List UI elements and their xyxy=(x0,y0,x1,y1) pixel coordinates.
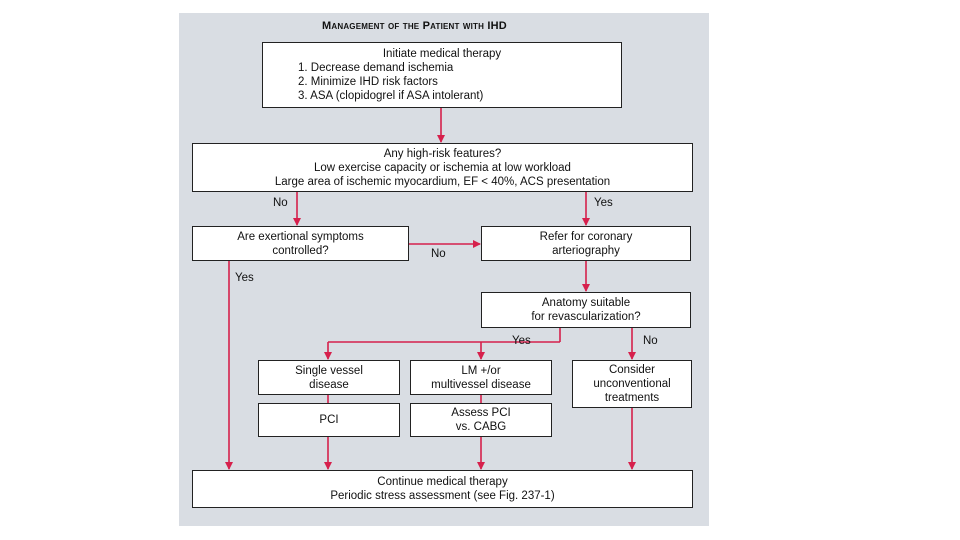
refer-arteriography-box: Refer for coronary arteriography xyxy=(481,226,691,261)
label-no-anatomy: No xyxy=(643,335,658,347)
high-risk-line-3: Large area of ischemic myocardium, EF < … xyxy=(274,175,611,188)
diagram-title: Management of the Patient with IHD xyxy=(322,20,507,32)
multivessel-line-2: multivessel disease xyxy=(431,378,531,391)
high-risk-question: Any high-risk features? xyxy=(383,147,502,160)
exertional-symptoms-box: Are exertional symptoms controlled? xyxy=(192,226,409,261)
initiate-item-3: 3. ASA (clopidogrel if ASA intolerant) xyxy=(298,90,484,102)
single-vessel-box: Single vessel disease xyxy=(258,360,400,395)
continue-line-1: Continue medical therapy xyxy=(377,476,508,488)
unconventional-line-2: unconventional xyxy=(593,378,671,390)
assess-line-1: Assess PCI xyxy=(451,407,511,419)
pci-box: PCI xyxy=(258,403,400,437)
exertional-line-2: controlled? xyxy=(272,244,329,257)
initiate-item-1: 1. Decrease demand ischemia xyxy=(298,62,454,74)
assess-pci-cabg-box: Assess PCI vs. CABG xyxy=(410,403,552,437)
anatomy-suitable-box: Anatomy suitable for revascularization? xyxy=(481,292,691,328)
anatomy-line-1: Anatomy suitable xyxy=(541,297,631,309)
label-no-left: No xyxy=(273,197,288,209)
single-vessel-line-1: Single vessel xyxy=(295,364,363,377)
label-yes-anatomy: Yes xyxy=(512,335,531,347)
anatomy-line-2: for revascularization? xyxy=(531,311,641,323)
refer-line-2: arteriography xyxy=(552,244,620,257)
single-vessel-line-2: disease xyxy=(309,378,349,391)
multivessel-box: LM +/or multivessel disease xyxy=(410,360,552,395)
initiate-item-2: 2. Minimize IHD risk factors xyxy=(298,76,438,88)
exertional-line-1: Are exertional symptoms xyxy=(237,230,364,243)
unconventional-line-1: Consider xyxy=(608,364,656,376)
unconventional-line-3: treatments xyxy=(604,392,660,404)
initiate-heading: Initiate medical therapy xyxy=(382,48,502,60)
label-yes-right: Yes xyxy=(594,197,613,209)
assess-line-2: vs. CABG xyxy=(455,421,507,433)
high-risk-line-2: Low exercise capacity or ischemia at low… xyxy=(314,161,571,174)
label-yes-exertional: Yes xyxy=(235,272,254,284)
pci-label: PCI xyxy=(319,414,339,426)
multivessel-line-1: LM +/or xyxy=(461,364,501,377)
continue-therapy-box: Continue medical therapy Periodic stress… xyxy=(192,470,693,508)
initiate-therapy-box: Initiate medical therapy 1. Decrease dem… xyxy=(262,42,622,108)
continue-line-2: Periodic stress assessment (see Fig. 237… xyxy=(330,490,555,502)
unconventional-treatments-box: Consider unconventional treatments xyxy=(572,360,692,408)
label-no-middle: No xyxy=(431,248,446,260)
refer-line-1: Refer for coronary xyxy=(539,230,633,243)
high-risk-box: Any high-risk features? Low exercise cap… xyxy=(192,143,693,192)
